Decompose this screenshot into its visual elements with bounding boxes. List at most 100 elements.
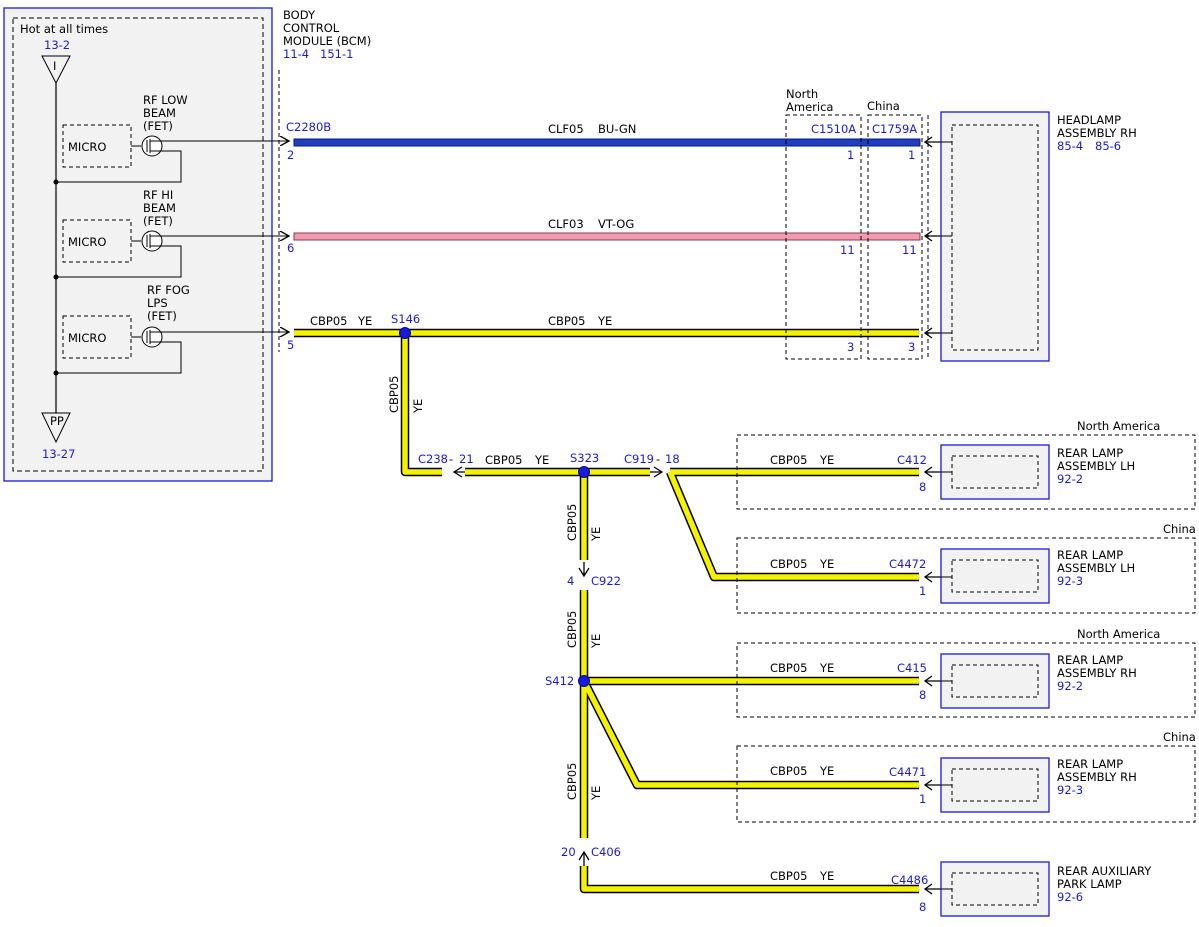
c919-pin: 18 (665, 452, 680, 466)
wire-clf05: CLF05 BU-GN (293, 122, 921, 147)
pin-label: 1 (919, 584, 926, 598)
c406-arrow-icon (578, 850, 590, 866)
connector-label: C412 (897, 453, 927, 467)
channel-label-line3: (FET) (143, 214, 173, 228)
component-name-line1: REAR LAMP (1057, 757, 1123, 771)
channel-label-line1: RF FOG (147, 283, 190, 297)
component-box (940, 444, 1050, 500)
wire-color-label: YE (357, 314, 372, 328)
pin-arrow-icon (923, 779, 941, 791)
splice-s323-dot (578, 466, 590, 478)
wire-circuit-label: CBP05 (565, 611, 579, 649)
region-label: China (1163, 522, 1196, 536)
pin-arrow-icon (923, 571, 941, 583)
pin-na-3: 3 (847, 340, 854, 354)
headlamp-pin-arrow-icon (923, 136, 941, 148)
wire-color-label: YE (411, 399, 425, 414)
bcm-pin-hi-beam: 6 (287, 241, 294, 255)
c238-pin: 21 (459, 452, 474, 466)
splice-s323-label: S323 (570, 451, 599, 465)
rear-load-2: China C4472 1 REAR LAMP ASSEMBLY LH 92-3 (736, 522, 1196, 614)
bcm-pin-fog: 5 (287, 338, 294, 352)
component-name-line2: ASSEMBLY RH (1057, 666, 1137, 680)
wire-circuit-label: CBP05 (548, 314, 586, 328)
region-label: China (1163, 730, 1196, 744)
region-china: China (867, 99, 900, 113)
bcm-name-line3: MODULE (BCM) (283, 34, 371, 48)
connector-c1510a: C1510A (811, 122, 856, 136)
power-ref: 13-2 (44, 38, 70, 52)
connector-c1759a: C1759A (872, 122, 917, 136)
headlamp-ref-1: 85-4 (1057, 139, 1083, 153)
bcm-connector-label: C2280B (286, 120, 331, 134)
bcm-channel-fog: MICRO RF FOG LPS (FET) (53, 283, 290, 376)
region-label: North America (1077, 627, 1160, 641)
splice-s412-label: S412 (545, 674, 574, 688)
wire-circuit-label: CLF05 (548, 122, 584, 136)
channel-label-line3: (FET) (147, 309, 177, 323)
wire-color-label: YE (589, 527, 603, 542)
wire-color-label: YE (819, 557, 834, 571)
inline-connectors (452, 466, 664, 866)
splices: S146 S323 S412 (391, 312, 599, 688)
wire-color-label: BU-GN (598, 122, 636, 136)
wire-circuit-label: CLF03 (548, 217, 584, 231)
splice-s146-label: S146 (391, 312, 420, 326)
bcm-channel-low-beam: MICRO RF LOW BEAM (FET) (53, 93, 290, 185)
component-ref: 92-2 (1057, 472, 1083, 486)
c922-pin: 4 (567, 574, 574, 588)
bcm-pin-low-beam: 2 (287, 148, 294, 162)
headlamp-name-line2: ASSEMBLY RH (1057, 126, 1137, 140)
power-triangle-icon (41, 55, 71, 85)
rear-load-1: North America C412 8 REAR LAMP ASSEMBLY … (736, 419, 1196, 510)
headlamp-pin-arrow-icon (923, 327, 941, 339)
bcm-channel-hi-beam: MICRO RF HI BEAM (FET) (53, 188, 290, 280)
pin-label: 8 (919, 900, 926, 914)
cbp05-labels: CBP05 YE CBP05 YE CBP05 YE CBP05 YE CBP0… (310, 314, 834, 883)
wire-circuit-label: CBP05 (770, 557, 808, 571)
fet-transistor-icon (141, 230, 163, 252)
wire-color-label: YE (819, 764, 834, 778)
component-name-line1: REAR LAMP (1057, 446, 1123, 460)
fet-transistor-icon (141, 135, 163, 157)
channel-label-line2: BEAM (143, 201, 176, 215)
ground-ref: 13-27 (42, 447, 75, 461)
component-name-line2: ASSEMBLY RH (1057, 770, 1137, 784)
splice-s412-dot (578, 675, 590, 687)
component-box (940, 653, 1050, 709)
wire-color-label: YE (819, 453, 834, 467)
component-name-line2: ASSEMBLY LH (1057, 561, 1135, 575)
headlamp-component (940, 111, 1050, 362)
rear-load-3: North America C415 8 REAR LAMP ASSEMBLY … (736, 627, 1196, 718)
headlamp-region: North America China C1510A C1759A 1 11 3… (785, 87, 1137, 362)
headlamp-inner (951, 124, 1039, 351)
wire-color-label: YE (819, 869, 834, 883)
region-na-box (785, 114, 862, 360)
region-na-line2: America (786, 100, 833, 114)
rear-load-4: China C4471 1 REAR LAMP ASSEMBLY RH 92-3 (736, 730, 1196, 823)
wire-color-label: YE (534, 453, 549, 467)
region-na-line1: North (786, 87, 818, 101)
fet-transistor-icon (141, 326, 163, 348)
component-name-line1: REAR LAMP (1057, 548, 1123, 562)
rear-load-5: C4486 8 REAR AUXILIARY PARK LAMP 92-6 (891, 861, 1152, 917)
pin-arrow-icon (923, 466, 941, 478)
component-ref: 92-6 (1057, 890, 1083, 904)
pin-arrow-icon (923, 883, 941, 895)
c238-arrow-icon (452, 466, 465, 478)
power-symbol: I (53, 59, 56, 73)
dash: - (449, 452, 453, 466)
wire-circuit-label: CBP05 (770, 661, 808, 675)
pin-na-1: 1 (847, 148, 854, 162)
component-box (940, 757, 1050, 813)
headlamp-ref-2: 85-6 (1095, 139, 1121, 153)
pin-label: 8 (919, 480, 926, 494)
micro-label: MICRO (68, 235, 106, 249)
pin-na-11: 11 (840, 243, 855, 257)
wire-color-label: YE (597, 314, 612, 328)
headlamp-pin-arrow-icon (923, 230, 941, 242)
splice-s146-dot (399, 327, 411, 339)
wire-circuit-label: CBP05 (770, 869, 808, 883)
micro-label: MICRO (68, 331, 106, 345)
